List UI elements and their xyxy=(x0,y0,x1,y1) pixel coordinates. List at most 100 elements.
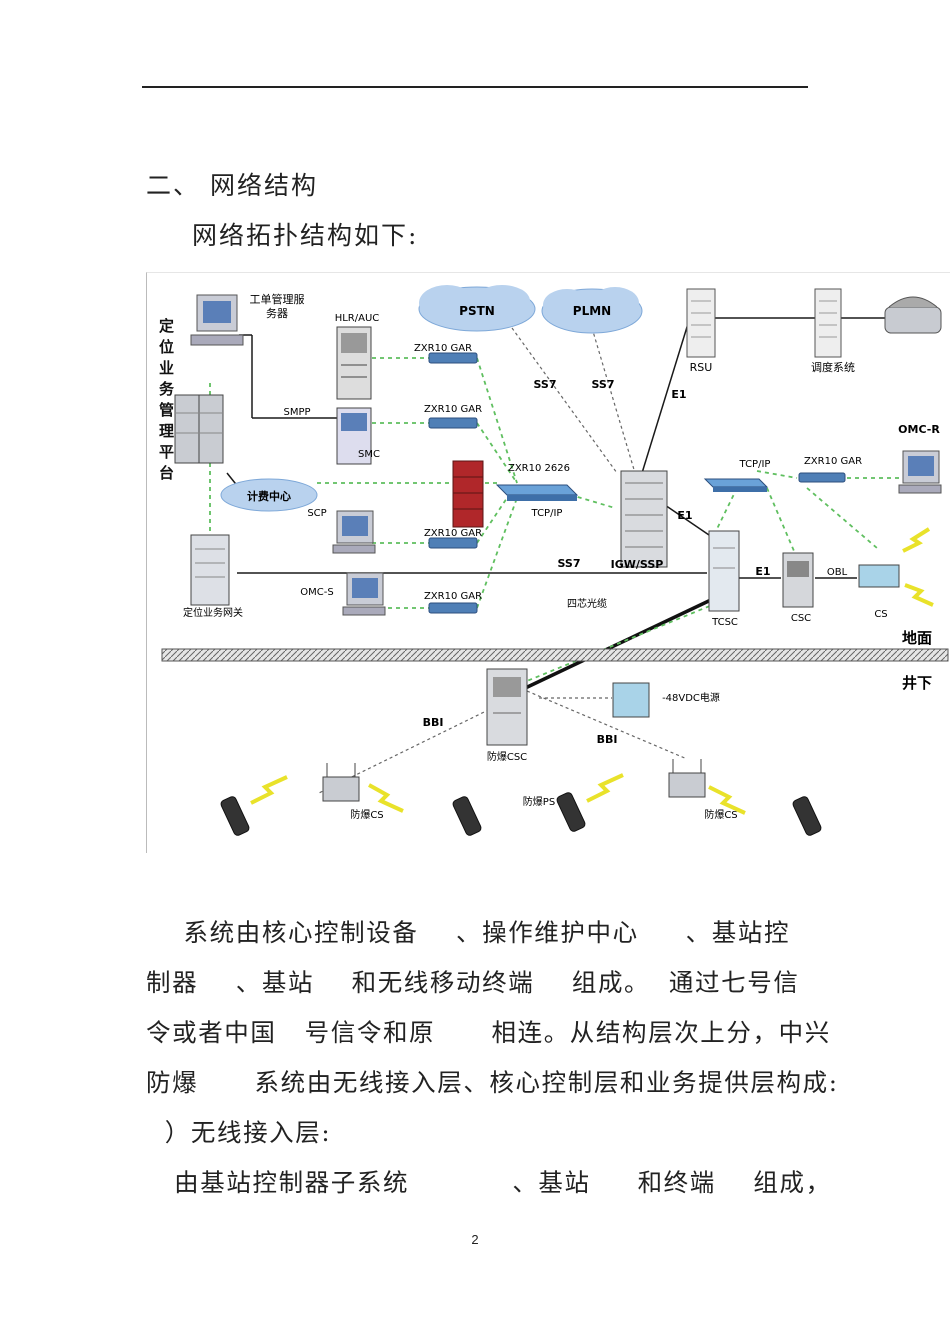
ex-cs-right-label: 防爆CS xyxy=(704,808,737,821)
red-firewall-icon xyxy=(452,460,484,528)
rsu-label: RSU xyxy=(690,361,713,374)
e1-mid-label: E1 xyxy=(677,509,692,522)
plmn-cloud: PLMN xyxy=(541,287,643,334)
platform-label-char: 务 xyxy=(159,380,175,398)
platform-label-char: 台 xyxy=(159,464,174,482)
csc-label: CSC xyxy=(791,613,811,624)
ground-label: 地面 xyxy=(902,629,932,647)
omc-s-computer-icon xyxy=(342,572,386,616)
power-label: -48VDC电源 xyxy=(662,691,720,704)
rsu-rack-icon xyxy=(686,288,716,358)
billing-server-icon xyxy=(174,394,224,464)
router5-label: ZXR10 GAR xyxy=(804,456,862,467)
platform-label: 定位业务管理平台 xyxy=(159,317,175,482)
csc-cabinet-icon xyxy=(782,552,814,608)
smpp-label: SMPP xyxy=(283,407,310,418)
zxr10-router-icons xyxy=(428,352,478,614)
network-topology-diagram: 定位业务管理平台 xyxy=(159,285,949,836)
network-topology-figure: 定位业务管理平台 xyxy=(146,272,950,853)
router3-label: ZXR10 GAR xyxy=(424,528,482,539)
pstn-label: PSTN xyxy=(459,304,495,318)
ex-cs-left-base-station-icon xyxy=(322,763,360,802)
header-rule xyxy=(142,86,808,88)
underground-label: 井下 xyxy=(902,674,932,692)
tcpip-right-label: TCP/IP xyxy=(739,459,771,470)
billing-center-cloud: 计费中心 xyxy=(220,478,318,512)
tcpip-right-switch-icon xyxy=(703,478,769,492)
platform-label-char: 管 xyxy=(159,401,174,419)
router1-label: ZXR10 GAR xyxy=(414,343,472,354)
smc-server-icon xyxy=(336,407,372,465)
dispatch-label: 调度系统 xyxy=(811,360,855,374)
ss7-2-label: SS7 xyxy=(591,378,614,391)
location-gateway-label: 定位业务网关 xyxy=(183,606,243,619)
switch-main-label: ZXR10 2626 xyxy=(508,463,570,474)
lightning-icons-underground xyxy=(250,773,746,815)
body-line-3: 令或者中国 号信令和原 相连。从结构层次上分，中兴 xyxy=(146,1018,831,1047)
tcpip-left-label: TCP/IP xyxy=(531,508,563,519)
work-order-server-computer-icon xyxy=(190,294,244,346)
section-title: 网络结构 xyxy=(210,171,319,200)
igw-ssp-label: IGW/SSP xyxy=(611,558,664,571)
tcsc-label: TCSC xyxy=(711,617,738,628)
location-gateway-server-icon xyxy=(190,534,230,606)
cs-base-station-icon xyxy=(858,564,900,588)
platform-label-char: 平 xyxy=(159,443,174,461)
body-line-6: 由基站控制器子系统 、基站 和终端 组成， xyxy=(146,1168,832,1197)
ground-separator xyxy=(161,648,949,662)
black-links xyxy=(226,300,885,579)
tcsc-cabinet-icon xyxy=(708,530,740,612)
omc-r-label: OMC-R xyxy=(898,423,940,436)
section-heading: 二、网络结构 xyxy=(146,166,318,202)
fiber-cable xyxy=(518,596,716,693)
omc-s-label: OMC-S xyxy=(300,587,333,598)
platform-label-char: 定 xyxy=(159,317,174,335)
body-line-4: 防爆 系统由无线接入层、核心控制层和业务提供层构成: xyxy=(146,1068,839,1097)
router5-icon xyxy=(798,472,846,483)
router2-label: ZXR10 GAR xyxy=(424,404,482,415)
mobile-phone-icons xyxy=(220,792,822,836)
scp-computer-icon xyxy=(332,510,376,554)
intro-text: 网络拓扑结构如下: xyxy=(192,221,419,250)
power-supply-icon xyxy=(612,682,650,718)
ex-csc-label: 防爆CSC xyxy=(487,750,527,763)
ex-cs-right-base-station-icon xyxy=(668,759,706,798)
router4-label: ZXR10 GAR xyxy=(424,591,482,602)
billing-center-label: 计费中心 xyxy=(247,489,291,503)
ex-cs-left-label: 防爆CS xyxy=(350,808,383,821)
work-order-server-label-1: 工单管理服 xyxy=(250,292,305,306)
e1-top-label: E1 xyxy=(671,388,686,401)
plmn-label: PLMN xyxy=(573,304,611,318)
bbi-right-label: BBI xyxy=(597,733,618,746)
body-line-2: 制器 、基站 和无线移动终端 组成。 通过七号信 xyxy=(146,968,800,997)
hlr-auc-label: HLR/AUC xyxy=(335,313,380,324)
lightning-icons-ground xyxy=(902,527,934,607)
pstn-cloud: PSTN xyxy=(418,285,536,332)
igw-ssp-rack-icon xyxy=(620,470,668,568)
dispatch-rack-icon xyxy=(814,288,842,358)
page-number: 2 xyxy=(471,1232,479,1247)
bbi-left-label: BBI xyxy=(423,716,444,729)
body-line-5: ）无线接入层: xyxy=(146,1118,332,1147)
ss7-mid-label: SS7 xyxy=(557,557,580,570)
platform-label-char: 位 xyxy=(159,338,174,356)
green-links xyxy=(209,357,902,682)
work-order-server-label-2: 务器 xyxy=(266,307,288,320)
omc-r-computer-icon xyxy=(898,450,942,494)
ss7-1-label: SS7 xyxy=(533,378,556,391)
e1-right-label: E1 xyxy=(755,565,770,578)
platform-label-char: 业 xyxy=(159,359,174,377)
body-line-1: 系统由核心控制设备 、操作维护中心 、基站控 xyxy=(146,918,791,947)
telephone-icon xyxy=(884,296,942,334)
fiber-label: 四芯光缆 xyxy=(567,597,607,610)
cs-label: CS xyxy=(874,609,887,620)
section-number: 二、 xyxy=(146,171,201,200)
zxr10-2626-switch-icon xyxy=(495,484,579,501)
scp-label: SCP xyxy=(307,508,326,519)
obl-label: OBL xyxy=(827,567,848,578)
ex-csc-cabinet-icon xyxy=(486,668,528,746)
hlr-auc-server-icon xyxy=(336,326,372,400)
smc-label: SMC xyxy=(358,449,380,460)
platform-label-char: 理 xyxy=(159,422,174,440)
ex-ps-label: 防爆PS xyxy=(523,795,555,808)
